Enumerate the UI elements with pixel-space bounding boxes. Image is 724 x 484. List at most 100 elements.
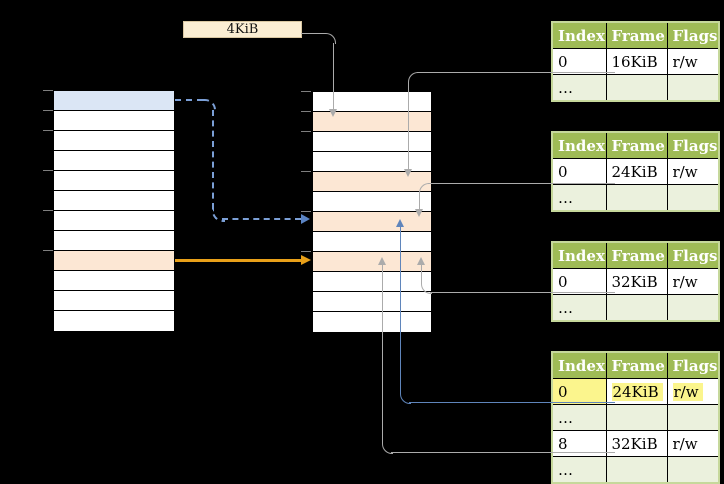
highlight-mark: 24KiB [611, 382, 663, 401]
table-row-ellipsis: … [551, 74, 719, 102]
col-header-frame: Frame [605, 21, 668, 49]
cell-index: … [551, 74, 607, 102]
arrowhead-down-icon [404, 169, 412, 177]
address-tick [43, 90, 53, 91]
orange-page-mapping-line [175, 259, 302, 262]
cell-frame: 24KiB [605, 158, 668, 185]
memory-row [313, 232, 431, 252]
col-header-flags: Flags [666, 131, 719, 159]
cell-index: … [551, 184, 607, 212]
address-tick [301, 111, 311, 112]
cell-flags: r/w [666, 48, 719, 75]
memory-row [313, 132, 431, 152]
memory-row [54, 311, 174, 331]
cell-frame [605, 294, 668, 322]
col-header-index: Index [551, 351, 607, 379]
address-tick [43, 250, 53, 251]
table-row: 0 16KiB r/w [551, 48, 719, 75]
address-tick [301, 251, 311, 252]
page-table-1: Index Frame Flags 0 16KiB r/w … [551, 21, 720, 102]
cell-flags [666, 184, 719, 212]
table-row-ellipsis: … [551, 294, 719, 322]
label-4kib-connector-corner [325, 33, 336, 44]
cell-index: 0 [551, 158, 607, 185]
memory-row [54, 231, 174, 251]
memory-row [313, 272, 431, 292]
address-tick [301, 91, 311, 92]
col-header-frame: Frame [605, 131, 668, 159]
table1-frame-pointer-h [417, 72, 615, 73]
table4-entry8-pointer-h [391, 452, 615, 453]
table1-frame-pointer-v [408, 82, 409, 169]
col-header-index: Index [551, 131, 607, 159]
header-row: Index Frame Flags [551, 351, 719, 379]
col-header-flags: Flags [666, 241, 719, 269]
memory-row [54, 271, 174, 291]
cell-flags [666, 404, 719, 431]
table2-frame-pointer-h [428, 183, 615, 184]
memory-row [313, 152, 431, 172]
table-row-ellipsis: … [551, 404, 719, 431]
cell-index: … [551, 456, 607, 484]
cell-flags [666, 456, 719, 484]
memory-row [54, 171, 174, 191]
frame-row-16kib [313, 172, 431, 192]
arrowhead-up-icon [378, 257, 386, 265]
virtual-memory-column [53, 90, 175, 332]
page-table-4: Index Frame Flags 0 24KiB r/w … 8 32KiB … [551, 351, 720, 484]
cell-flags [666, 294, 719, 322]
memory-row [313, 292, 431, 312]
address-tick [301, 131, 311, 132]
memory-row [313, 192, 431, 212]
arrowhead-up-icon [396, 219, 404, 227]
col-header-frame: Frame [605, 241, 668, 269]
frame-row-4kib [313, 112, 431, 132]
address-tick [301, 171, 311, 172]
memory-row [54, 291, 174, 311]
blue-page-translation-h2 [222, 218, 301, 220]
cell-frame: 32KiB [605, 430, 668, 457]
physical-memory-column [312, 91, 432, 333]
blue-page-translation-corner2 [212, 209, 225, 222]
table3-frame-pointer-v [421, 265, 422, 283]
memory-row [313, 312, 431, 332]
memory-row [54, 111, 174, 131]
col-header-index: Index [551, 241, 607, 269]
blue-page-translation-v [212, 110, 214, 209]
cell-frame [605, 404, 668, 431]
cell-index: … [551, 294, 607, 322]
header-row: Index Frame Flags [551, 21, 719, 49]
table4-entry0-pointer-corner [400, 393, 411, 404]
address-tick [43, 170, 53, 171]
memory-row [54, 131, 174, 151]
page-table-2: Index Frame Flags 0 24KiB r/w … [551, 131, 720, 212]
table2-frame-pointer-corner [419, 183, 430, 194]
cell-frame: 32KiB [605, 268, 668, 295]
cell-index: … [551, 404, 607, 431]
blue-page-translation-h1 [175, 99, 203, 101]
cell-frame [605, 184, 668, 212]
col-header-flags: Flags [666, 21, 719, 49]
cell-frame [605, 74, 668, 102]
memory-row-mapped-orange [54, 251, 174, 271]
arrowhead-right-icon [301, 255, 311, 265]
header-row: Index Frame Flags [551, 131, 719, 159]
table-row-ellipsis: … [551, 456, 719, 484]
col-header-frame: Frame [605, 351, 668, 379]
memory-row [54, 151, 174, 171]
cell-flags [666, 74, 719, 102]
memory-row-mapped-blue [54, 91, 174, 111]
arrowhead-down-icon [415, 209, 423, 217]
table4-entry8-pointer-v [382, 265, 383, 443]
table-row: 0 24KiB r/w [551, 158, 719, 185]
table4-entry8-pointer-corner [382, 443, 393, 454]
table-row-highlighted: 0 24KiB r/w [551, 378, 719, 405]
cell-frame-highlighted: 24KiB [605, 378, 668, 405]
cell-index-highlighted: 0 [551, 378, 607, 405]
memory-row [54, 211, 174, 231]
cell-index: 0 [551, 48, 607, 75]
page-size-label: 4KiB [183, 21, 302, 38]
header-row: Index Frame Flags [551, 241, 719, 269]
table2-frame-pointer-v [419, 193, 420, 209]
